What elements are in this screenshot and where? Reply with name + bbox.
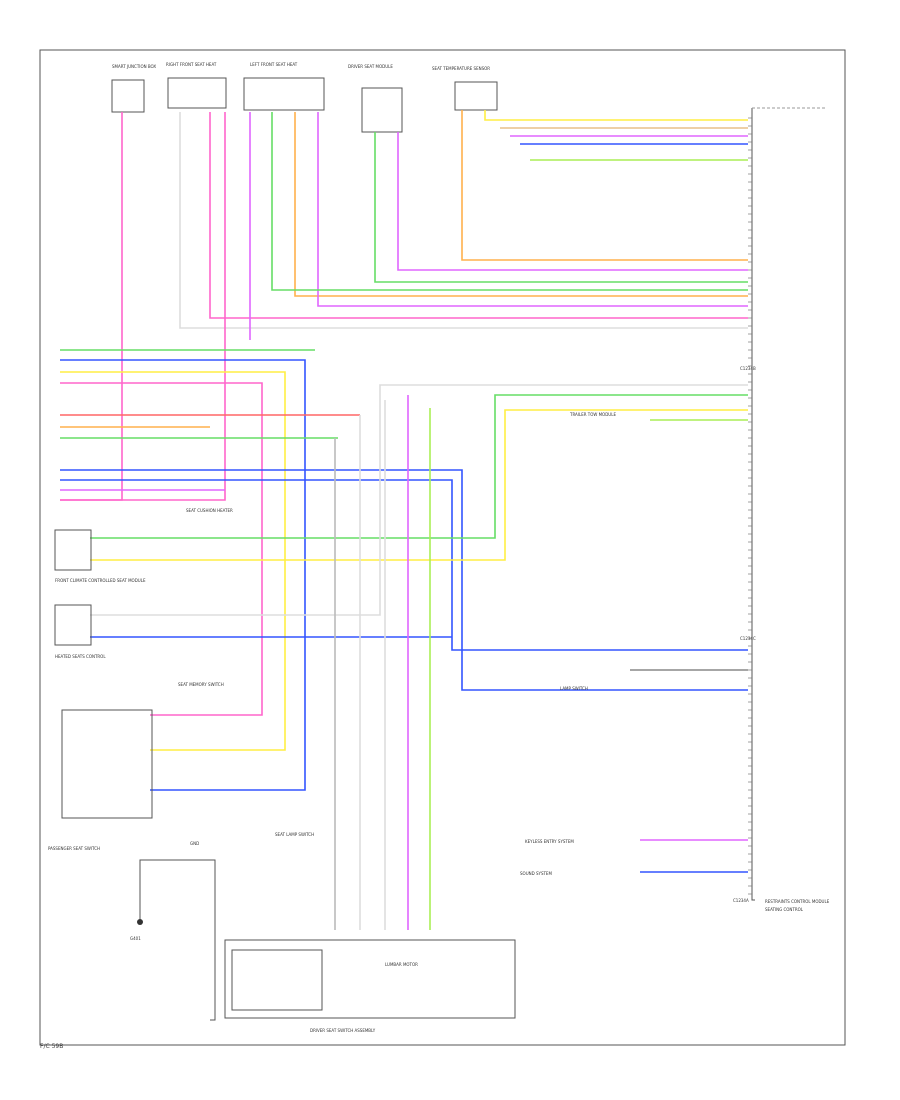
- label-seat-cushion: SEAT CUSHION HEATER: [186, 508, 233, 513]
- label-switch-assembly: DRIVER SEAT SWITCH ASSEMBLY: [310, 1028, 376, 1033]
- wire-blue-3: [60, 469, 748, 691]
- ground-wire: [139, 859, 216, 1021]
- label-lumbar: LUMBAR MOTOR: [385, 962, 418, 967]
- wire-yellow-1: [484, 110, 748, 121]
- label-lamp-switch: SEAT LAMP SWITCH: [275, 832, 314, 837]
- wire-magenta-3: [317, 112, 748, 307]
- wire-green-6: [90, 394, 748, 539]
- label-seat-switch: PASSENGER SEAT SWITCH: [48, 846, 100, 851]
- wire-blue-2: [60, 359, 306, 791]
- ground-symbol: [137, 919, 143, 925]
- label-ground: G401: [130, 936, 141, 941]
- wire-orange-2: [294, 112, 748, 297]
- switch-assembly-inner: [231, 949, 323, 1011]
- component-label-5: SEAT TEMPERATURE SENSOR: [432, 66, 490, 71]
- wire-gray-2: [90, 384, 748, 616]
- wire-green-2: [374, 132, 748, 283]
- module-title: RESTRAINTS CONTROL MODULE: [765, 899, 830, 904]
- wire-pink-1: [60, 112, 123, 501]
- wire-blue-4: [60, 479, 748, 651]
- diagram-frame: [39, 49, 846, 1046]
- component-box-1: [111, 79, 145, 113]
- wire-pink-4: [60, 382, 263, 716]
- wire-yellow-3: [90, 409, 748, 561]
- component-box-5: [454, 81, 498, 111]
- note-lamp-switch: LAMP SWITCH: [560, 686, 588, 691]
- component-box-3: [243, 77, 325, 111]
- module-connector: [751, 108, 755, 901]
- wire-pink-3: [60, 112, 226, 501]
- wire-pink-2: [209, 112, 748, 319]
- note-keyless: KEYLESS ENTRY SYSTEM: [525, 839, 574, 844]
- module-subtitle: SEATING CONTROL: [765, 907, 804, 912]
- page-code: F/C 59B: [40, 1043, 64, 1050]
- note-trailer: TRAILER TOW MODULE: [569, 412, 616, 417]
- module-connector-bottom: C1234C: [740, 636, 756, 641]
- climate-module-connector: [54, 529, 92, 571]
- component-label-4: DRIVER SEAT MODULE: [348, 64, 393, 69]
- label-mem-switch: SEAT MEMORY SWITCH: [178, 682, 224, 687]
- module-pin-ticks: [748, 117, 752, 895]
- component-label-1: SMART JUNCTION BOX: [112, 64, 156, 69]
- wire-orange-1: [461, 110, 748, 261]
- label-gnd: GND: [190, 841, 199, 846]
- component-label-3: LEFT FRONT SEAT HEAT: [250, 62, 298, 67]
- wire-green-3: [271, 112, 748, 291]
- component-box-2: [167, 77, 227, 109]
- note-sound: SOUND SYSTEM: [520, 871, 552, 876]
- heater-module-connector: [54, 604, 92, 646]
- wire-magenta-2: [397, 132, 748, 271]
- label-heater-module: HEATED SEATS CONTROL: [55, 654, 106, 659]
- wire-yellow-2: [60, 371, 286, 751]
- switch-assembly-box: [224, 939, 516, 1019]
- module-connector-mid: C1234B: [740, 366, 756, 371]
- passenger-seat-switch-box: [61, 709, 153, 819]
- wire-gray-1: [179, 112, 748, 329]
- component-label-2: RIGHT FRONT SEAT HEAT: [166, 62, 217, 67]
- component-box-4: [361, 87, 403, 133]
- label-climate-module: FRONT CLIMATE CONTROLLED SEAT MODULE: [55, 578, 146, 583]
- module-connector-top: C1234A: [733, 898, 749, 903]
